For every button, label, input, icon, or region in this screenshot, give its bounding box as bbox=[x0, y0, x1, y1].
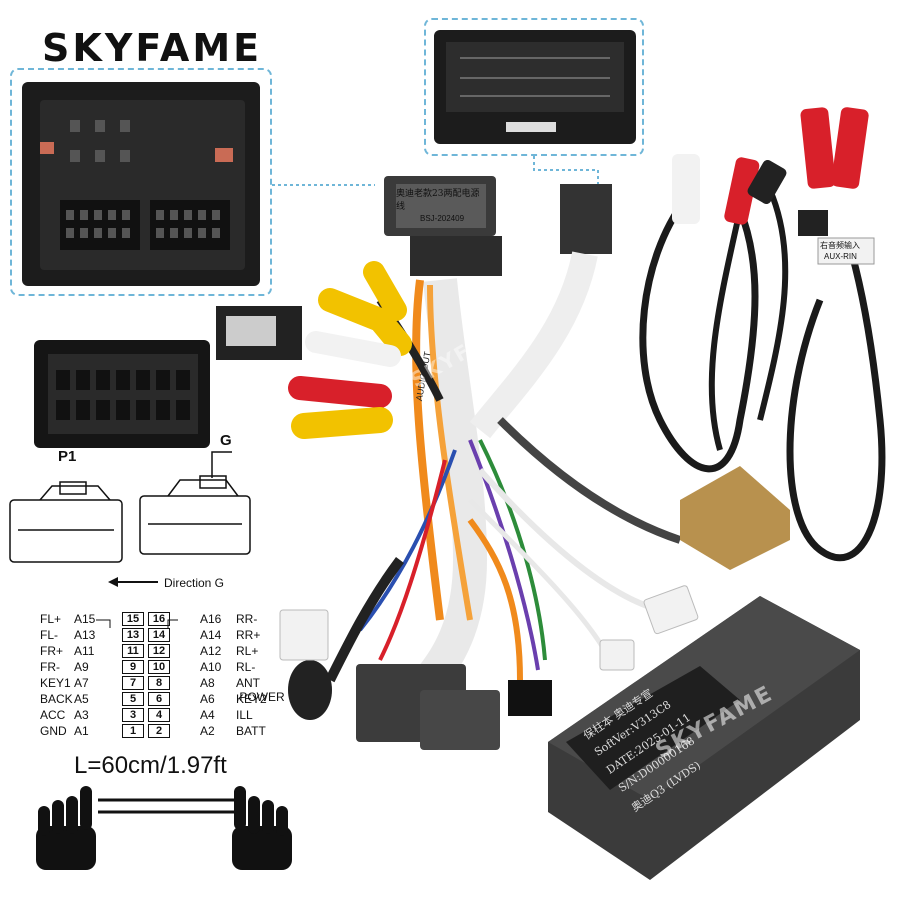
connector-label-cn: 奥迪老款23两配电源线 bbox=[396, 189, 480, 212]
connector-outline-g bbox=[139, 451, 251, 555]
pin-right-code: A16 bbox=[200, 612, 222, 626]
pin-right-code: A12 bbox=[200, 644, 222, 658]
pin-left-name: KEY1 bbox=[40, 676, 71, 690]
pin-row: FL+ A15 15 16 A16 RR- bbox=[40, 612, 300, 627]
pin-right-number: 4 bbox=[148, 708, 170, 722]
pin-left-name: GND bbox=[40, 724, 67, 738]
pin-right-name: RL- bbox=[236, 660, 256, 674]
pin-right-code: A6 bbox=[200, 692, 215, 706]
hand-icon-right bbox=[232, 786, 292, 870]
pin-left-number: 15 bbox=[122, 612, 144, 626]
pin-left-number: 13 bbox=[122, 628, 144, 642]
pin-right-number: 16 bbox=[148, 612, 170, 626]
pin-left-name: FR+ bbox=[40, 644, 64, 658]
pinout-table: FL+ A15 15 16 A16 RR- FL- A13 13 14 A14 … bbox=[40, 612, 300, 742]
pin-left-name: FL- bbox=[40, 628, 58, 642]
pin-right-number: 8 bbox=[148, 676, 170, 690]
pin-row: FL- A13 13 14 A14 RR+ bbox=[40, 628, 300, 643]
pin-left-code: A13 bbox=[74, 628, 96, 642]
decoder-box bbox=[548, 596, 860, 880]
pin-left-code: A3 bbox=[74, 708, 89, 722]
pin-left-code: A7 bbox=[74, 676, 89, 690]
pin-left-name: FR- bbox=[40, 660, 60, 674]
pin-left-number: 11 bbox=[122, 644, 144, 658]
pin-left-code: A1 bbox=[74, 724, 89, 738]
closeup-connector-female bbox=[22, 82, 260, 286]
aux-label-cn: 右音频输入 bbox=[820, 241, 860, 250]
pin-left-code: A11 bbox=[74, 644, 95, 658]
pin-left-number: 7 bbox=[122, 676, 144, 690]
g-label: G bbox=[220, 432, 232, 449]
pin-right-code: A14 bbox=[200, 628, 222, 642]
pin-right-name: RR- bbox=[236, 612, 258, 626]
connector-outline-p1 bbox=[9, 481, 123, 563]
pin-right-number: 10 bbox=[148, 660, 170, 674]
pin-row: KEY1 A7 7 8 A8 ANT .POWER bbox=[40, 676, 300, 704]
pin-row: BACK A5 5 6 A6 KEY2 bbox=[40, 692, 300, 707]
pin-right-number: 2 bbox=[148, 724, 170, 738]
pin-right-name: KEY2 bbox=[236, 692, 267, 706]
pin-right-number: 14 bbox=[148, 628, 170, 642]
pin-left-code: A9 bbox=[74, 660, 89, 674]
pin-row: GND A1 1 2 A2 BATT bbox=[40, 724, 300, 739]
rca-cables bbox=[216, 261, 444, 439]
pin-right-name: RL+ bbox=[236, 644, 259, 658]
pin-row: FR+ A11 11 12 A12 RL+ bbox=[40, 644, 300, 659]
connector-code: BSJ-202409 bbox=[420, 214, 465, 223]
pin-row: FR- A9 9 10 A10 RL- bbox=[40, 660, 300, 675]
closeup-connector-male bbox=[434, 30, 636, 144]
aux-label: AUX-RIN bbox=[824, 252, 857, 261]
p1-label: P1 bbox=[58, 448, 77, 465]
pin-left-number: 5 bbox=[122, 692, 144, 706]
direction-label: Direction G bbox=[164, 576, 225, 590]
pin-right-name: BATT bbox=[236, 724, 266, 738]
pin-right-number: 6 bbox=[148, 692, 170, 706]
connector-drawing-p1 bbox=[34, 340, 210, 448]
pin-right-name: RR+ bbox=[236, 628, 261, 642]
pin-left-name: ACC bbox=[40, 708, 66, 722]
hand-icon-left bbox=[36, 786, 96, 870]
pin-left-name: FL+ bbox=[40, 612, 62, 626]
pin-left-code: A5 bbox=[74, 692, 89, 706]
pin-left-number: 9 bbox=[122, 660, 144, 674]
pin-left-number: 1 bbox=[122, 724, 144, 738]
pin-right-code: A4 bbox=[200, 708, 215, 722]
pin-right-code: A2 bbox=[200, 724, 215, 738]
pin-left-code: A15 bbox=[74, 612, 96, 626]
pin-right-number: 12 bbox=[148, 644, 170, 658]
cable-length-label: L=60cm/1.97ft bbox=[74, 752, 227, 779]
pin-row: ACC A3 3 4 A4 ILL bbox=[40, 708, 300, 723]
pin-right-code: A8 bbox=[200, 676, 215, 690]
pin-right-code: A10 bbox=[200, 660, 222, 674]
audio-cables bbox=[639, 107, 886, 562]
direction-arrow bbox=[108, 577, 158, 587]
pin-left-name: BACK bbox=[40, 692, 73, 706]
main-harness bbox=[279, 176, 790, 750]
pin-right-name: ANT .POWER bbox=[236, 676, 285, 704]
pin-right-name: ILL bbox=[236, 708, 253, 722]
length-indicator bbox=[98, 798, 238, 814]
brand-logo: SKYFAME bbox=[42, 26, 263, 70]
pin-left-number: 3 bbox=[122, 708, 144, 722]
